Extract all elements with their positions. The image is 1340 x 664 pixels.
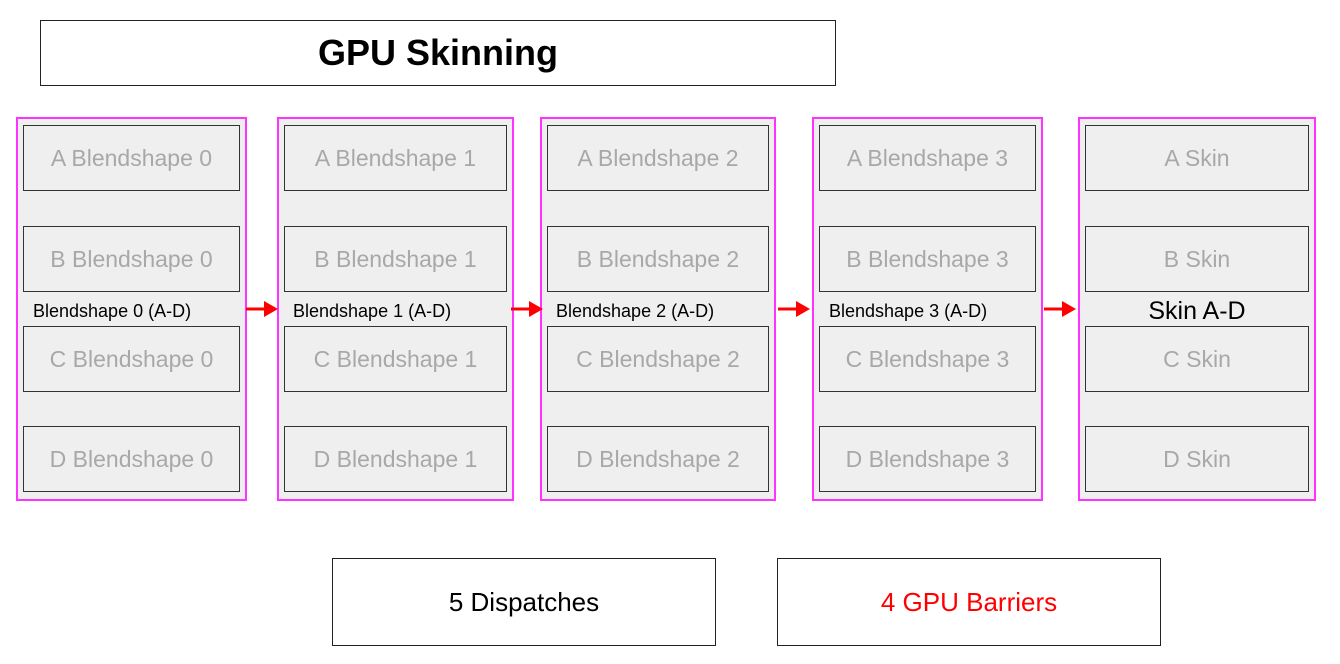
b-blendshape-3-box: B Blendshape 3 <box>819 226 1036 292</box>
b-skin-box: B Skin <box>1085 226 1309 292</box>
blendshape-3-label: Blendshape 3 (A-D) <box>829 301 988 321</box>
blendshape-1-group: A Blendshape 1 B Blendshape 1 C Blendsha… <box>277 117 514 501</box>
dispatches-text: 5 Dispatches <box>448 586 600 617</box>
a-blendshape-0-box: A Blendshape 0 <box>23 125 240 191</box>
d-blendshape-3-box: D Blendshape 3 <box>819 426 1036 492</box>
blendshape-1-label: Blendshape 1 (A-D) <box>293 301 452 321</box>
skin-label: Skin A-D <box>1148 297 1246 325</box>
blendshape-3-group: A Blendshape 3 B Blendshape 3 C Blendsha… <box>812 117 1043 501</box>
b-blendshape-2-box: B Blendshape 2 <box>547 226 769 292</box>
gpu-barriers-box: 4 GPU Barriers <box>777 558 1161 646</box>
c-skin-box: C Skin <box>1085 326 1309 392</box>
a-blendshape-3-box: A Blendshape 3 <box>819 125 1036 191</box>
b-blendshape-0-box: B Blendshape 0 <box>23 226 240 292</box>
a-skin-box: A Skin <box>1085 125 1309 191</box>
d-blendshape-0-box: D Blendshape 0 <box>23 426 240 492</box>
b-blendshape-1-box: B Blendshape 1 <box>284 226 507 292</box>
c-blendshape-2-box: C Blendshape 2 <box>547 326 769 392</box>
title-box: GPU Skinning <box>40 20 836 86</box>
c-blendshape-1-box: C Blendshape 1 <box>284 326 507 392</box>
blendshape-2-group: A Blendshape 2 B Blendshape 2 C Blendsha… <box>540 117 776 501</box>
arrow-1-to-2 <box>511 301 543 317</box>
d-blendshape-2-box: D Blendshape 2 <box>547 426 769 492</box>
d-skin-box: D Skin <box>1085 426 1309 492</box>
arrow-0-to-1 <box>246 301 278 317</box>
c-blendshape-0-box: C Blendshape 0 <box>23 326 240 392</box>
arrow-3-to-skin <box>1044 301 1076 317</box>
a-blendshape-2-box: A Blendshape 2 <box>547 125 769 191</box>
blendshape-0-group: A Blendshape 0 B Blendshape 0 C Blendsha… <box>16 117 247 501</box>
blendshape-2-label: Blendshape 2 (A-D) <box>556 301 715 321</box>
a-blendshape-1-box: A Blendshape 1 <box>284 125 507 191</box>
gpu-barriers-text: 4 GPU Barriers <box>880 586 1058 617</box>
dispatches-box: 5 Dispatches <box>332 558 716 646</box>
diagram-title: GPU Skinning <box>317 32 558 73</box>
arrow-2-to-3 <box>778 301 810 317</box>
c-blendshape-3-box: C Blendshape 3 <box>819 326 1036 392</box>
blendshape-0-label: Blendshape 0 (A-D) <box>33 301 192 321</box>
skin-group: A Skin B Skin C Skin D Skin Skin A-D <box>1078 117 1316 501</box>
d-blendshape-1-box: D Blendshape 1 <box>284 426 507 492</box>
